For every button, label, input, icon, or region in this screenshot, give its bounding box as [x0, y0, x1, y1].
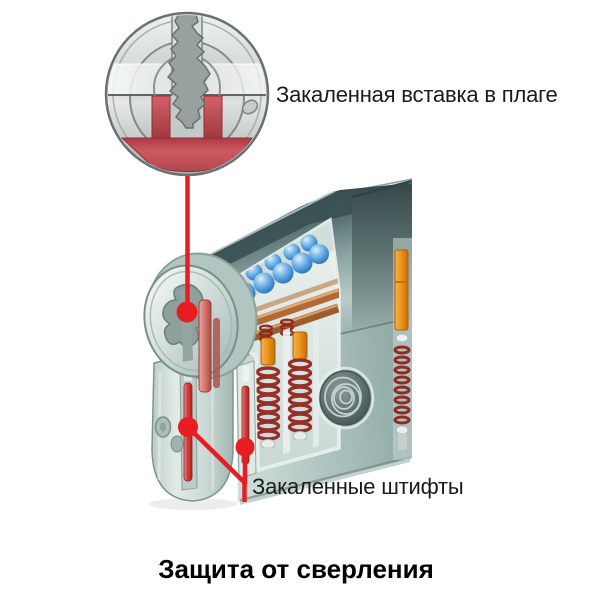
leader-dots [176, 301, 255, 457]
crop-edge-internals [393, 238, 412, 460]
pin1-dot [178, 417, 198, 437]
insert-dot [176, 301, 198, 323]
insert-label: Закаленная вставка в плаге [276, 82, 558, 107]
retainer-clip [170, 435, 184, 453]
key-profile [166, 15, 211, 129]
ground-shadow [149, 498, 237, 510]
figure-title: Защита от сверления [158, 554, 434, 584]
hardened-insert-pin [198, 299, 212, 393]
leader-line-pin1 [186, 425, 246, 484]
orange-pins [260, 331, 308, 366]
magnified-face-callout [104, 11, 270, 177]
cylinder-cutaway-illustration [143, 178, 412, 510]
top-dark-band [203, 194, 352, 272]
pins-label: Закаленные штифты [252, 474, 464, 499]
drill-notch [241, 99, 259, 115]
threaded-hole [315, 366, 375, 430]
pin2-dot [235, 437, 255, 457]
coil-springs [255, 358, 313, 441]
